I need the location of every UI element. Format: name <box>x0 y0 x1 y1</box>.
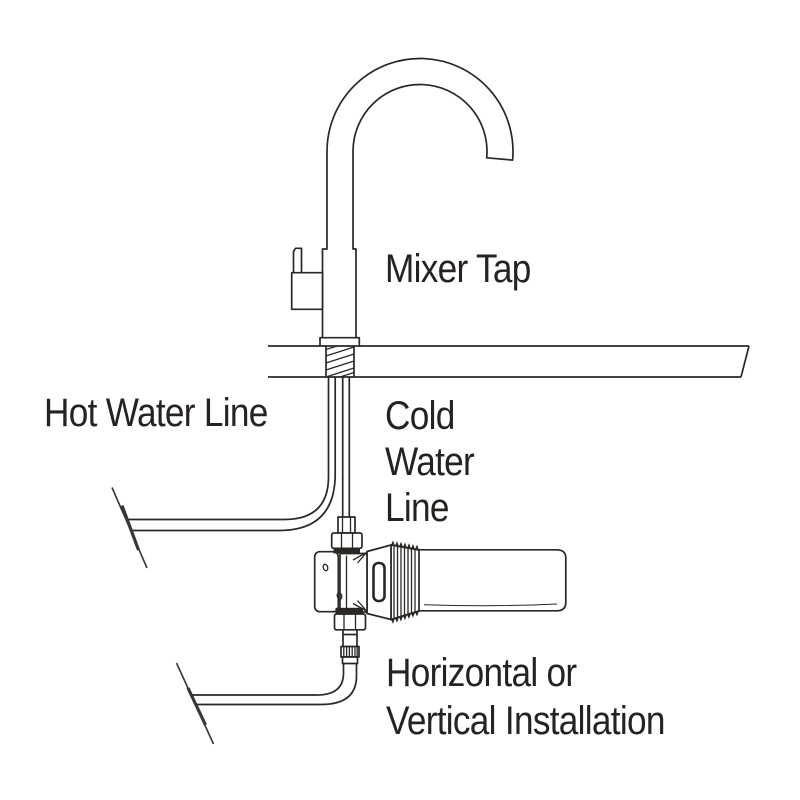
counter-cut-edge <box>740 345 750 378</box>
mixer-tap-label: Mixer Tap <box>385 247 531 291</box>
installation-label-line2: Vertical Installation <box>386 699 665 743</box>
hot-pipe-outer-line <box>126 377 330 521</box>
hot-pipe-inner-line <box>130 377 337 532</box>
faucet-body <box>321 152 357 338</box>
hot-line-break-mark <box>111 487 148 569</box>
inlet-hex-nut <box>330 532 363 550</box>
hose-collar <box>341 656 359 665</box>
cold-water-line-label-line1: Cold <box>385 394 455 438</box>
filter-inlet-fitting <box>330 516 363 554</box>
hot-water-line-label: Hot Water Line <box>44 391 268 435</box>
outlet-hex-nut <box>333 613 367 631</box>
filter-cartridge <box>419 548 567 612</box>
faucet-handle-block <box>290 271 324 311</box>
counter-top <box>268 345 750 378</box>
filter-outlet-fitting <box>333 607 367 665</box>
faucet-base-flange <box>319 336 361 347</box>
installation-label: Horizontal or Vertical Installation <box>386 649 665 745</box>
tap-shank-thread <box>325 345 355 378</box>
cold-water-pipe <box>341 377 351 517</box>
outlet-tube <box>342 629 358 647</box>
filter-valve-body <box>339 551 368 613</box>
supply-hose <box>192 663 358 706</box>
cold-water-line-label-line2: Water <box>385 440 475 484</box>
water-filter-unit <box>313 516 567 665</box>
outlet-o-ring <box>335 607 363 614</box>
filter-finned-collar <box>390 540 420 624</box>
mixer-tap-drawing <box>290 57 514 378</box>
faucet-handle-lever <box>292 247 303 273</box>
mounting-bracket <box>313 550 343 613</box>
hot-water-pipe <box>126 377 337 532</box>
installation-label-line1: Horizontal or <box>386 651 577 695</box>
cold-water-line-label-line3: Line <box>385 486 449 530</box>
bracket-screw-hole <box>336 592 343 600</box>
filter-head <box>366 544 392 621</box>
inlet-o-ring <box>333 548 360 554</box>
bracket-screw-hole <box>322 563 329 572</box>
supply-break-mark <box>175 662 215 745</box>
cold-water-line-label: Cold Water Line <box>385 393 475 531</box>
faucet-spout <box>326 57 514 161</box>
